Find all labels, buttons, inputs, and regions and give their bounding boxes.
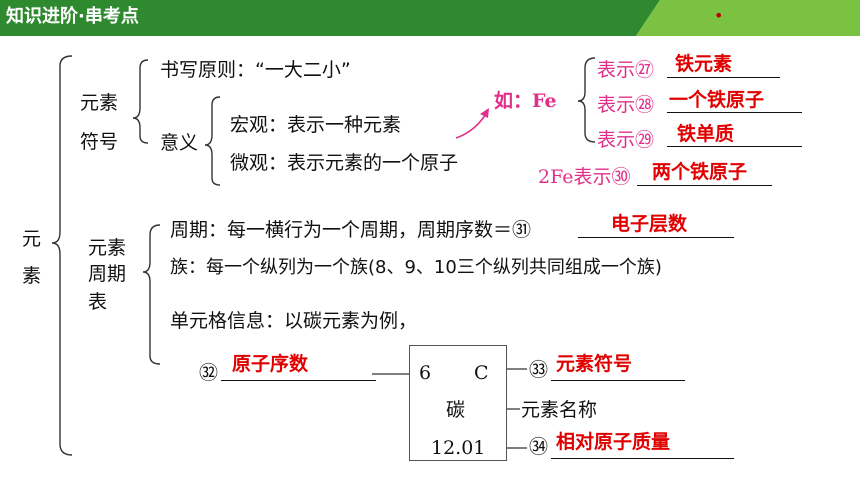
- root-char-1: 元: [22, 228, 42, 250]
- two-fe-label: 2Fe表示㉚: [538, 166, 631, 188]
- period-blank: [578, 237, 734, 238]
- num-label: ㉜: [199, 362, 219, 384]
- cell-element-name: 碳: [446, 399, 466, 421]
- period-answer: 电子层数: [611, 213, 688, 235]
- num-answer: 原子序数: [232, 353, 309, 375]
- two-fe-answer: 两个铁原子: [652, 161, 748, 183]
- header-banner: [0, 0, 860, 36]
- root-char-2: 素: [22, 265, 42, 287]
- fe-row-3-blank: [667, 146, 802, 147]
- symbol-label-2: 符号: [80, 131, 119, 153]
- mass-answer: 相对原子质量: [556, 431, 671, 453]
- element-cell: [409, 345, 507, 461]
- writing-rule: 书写原则：“一大二小”: [160, 59, 351, 81]
- fe-row-1-answer: 铁元素: [675, 53, 733, 75]
- cell-atomic-number: 6: [419, 362, 432, 384]
- fe-row-1-blank: [667, 77, 780, 78]
- page-title: 知识进阶·串考点: [6, 6, 139, 27]
- pink-arrow: [455, 113, 487, 139]
- fe-row-2-answer: 一个铁原子: [669, 89, 765, 111]
- two-fe-blank: [637, 185, 772, 186]
- mass-blank: [551, 458, 734, 459]
- mass-label: ㉞: [529, 436, 549, 458]
- name-label: 元素名称: [521, 399, 598, 421]
- symbol-label-1: 元素: [80, 92, 119, 114]
- pink-arrow-head: [480, 108, 489, 118]
- fe-row-2-blank: [667, 112, 802, 113]
- root-brace: [51, 55, 73, 456]
- header-dot: •: [714, 6, 724, 25]
- cell-info-text: 单元格信息：以碳元素为例，: [170, 310, 418, 332]
- cell-element-symbol: C: [474, 362, 489, 384]
- period-text: 周期：每一横行为一个周期，周期序数＝㉛: [170, 219, 532, 241]
- sym-answer: 元素符号: [556, 353, 633, 375]
- num-blank: [221, 380, 376, 381]
- table-label-1: 元素: [88, 237, 127, 259]
- cell-atomic-mass: 12.01: [431, 437, 486, 459]
- group-text: 族：每一个纵列为一个族(8、9、10三个纵列共同组成一个族): [170, 257, 662, 278]
- fe-row-3-answer: 铁单质: [677, 123, 735, 145]
- table-label-2: 周期: [88, 263, 127, 285]
- micro-meaning: 微观：表示元素的一个原子: [230, 152, 459, 174]
- meaning-brace: [204, 96, 221, 186]
- fe-row-2-label: 表示㉘: [597, 94, 655, 116]
- macro-meaning: 宏观：表示一种元素: [230, 114, 402, 136]
- table-brace: [142, 224, 161, 365]
- meaning-label: 意义: [160, 132, 199, 154]
- symbol-brace: [132, 59, 149, 144]
- sym-label: ㉝: [529, 359, 549, 381]
- sym-blank: [551, 380, 685, 381]
- fe-brace: [577, 57, 596, 143]
- table-label-3: 表: [88, 291, 108, 313]
- fe-row-3-label: 表示㉙: [597, 129, 655, 151]
- fe-prefix: 如：Fe: [494, 90, 557, 112]
- fe-row-1-label: 表示㉗: [597, 59, 655, 81]
